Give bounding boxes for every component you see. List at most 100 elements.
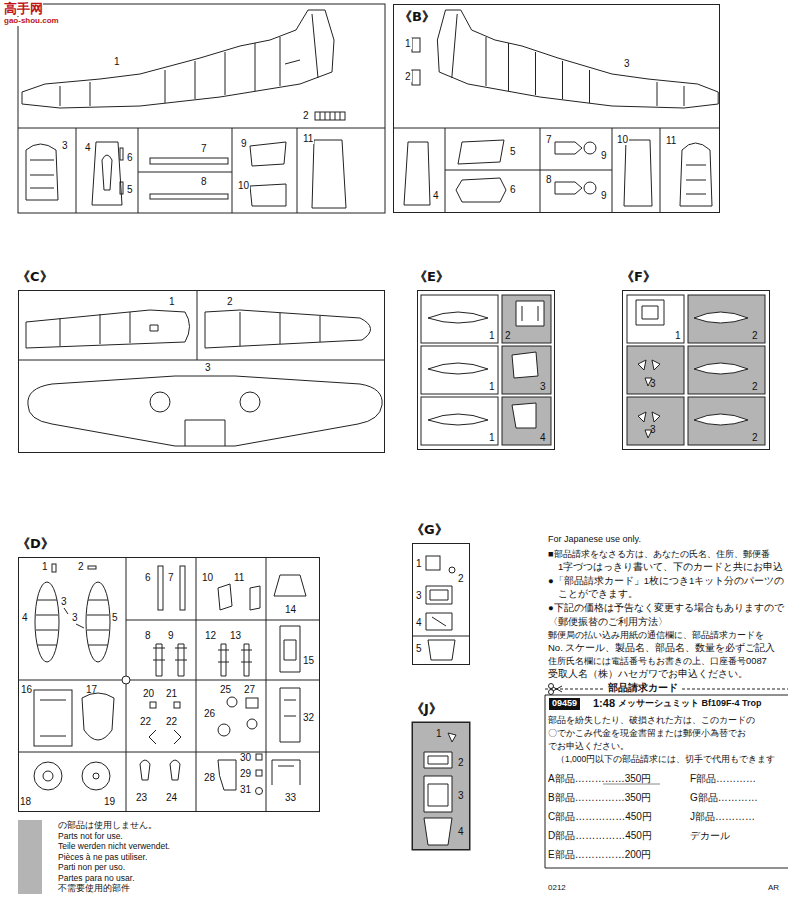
sprue-e	[516, 301, 544, 326]
sprue-c	[28, 376, 382, 446]
callout-number: 1	[436, 728, 442, 739]
sprue-d	[274, 575, 306, 596]
sprue-f	[694, 363, 748, 374]
callout-number: 1	[489, 330, 495, 341]
callout-number: 3	[623, 58, 631, 69]
sprue-a	[120, 182, 123, 194]
sprue-a	[22, 10, 334, 108]
sprue-d	[126, 620, 320, 621]
sprue-b	[404, 142, 430, 205]
legend-text: 不需要使用的部件	[58, 883, 130, 894]
sprue-b	[412, 70, 420, 85]
sprue-d	[43, 771, 53, 781]
callout-number: 5	[127, 184, 133, 195]
sprue-g	[426, 586, 452, 604]
callout-number: 10	[616, 134, 629, 145]
sprue-b	[660, 128, 661, 213]
note-text: B部品……………350円	[548, 792, 651, 803]
sprue-letter: 《J》	[411, 702, 442, 716]
sprue-a	[315, 112, 345, 120]
sprue-a	[320, 112, 340, 120]
sprue-d	[122, 676, 130, 684]
callout-number: 4	[540, 432, 546, 443]
legend-text: Parti non per uso.	[58, 862, 125, 873]
note-text: For Japanese use only.	[548, 535, 641, 545]
sprue-f	[638, 360, 660, 386]
sprue-d	[64, 608, 84, 628]
callout-number: 1	[489, 381, 495, 392]
sprue-a	[250, 184, 286, 206]
sprue-d	[246, 698, 258, 708]
sprue-a	[76, 128, 77, 213]
callout-number: 4	[432, 190, 440, 201]
callout-number: 22	[166, 716, 177, 727]
callout-number: 24	[166, 792, 177, 803]
sprue-d	[140, 760, 150, 780]
legend-swatch	[18, 841, 42, 852]
sprue-j	[412, 722, 470, 850]
sprue-d	[34, 690, 72, 746]
sprue-b	[412, 38, 420, 52]
note-text: 部品を紛失したり、破損された方は、このカードの	[548, 716, 755, 726]
sprue-d	[180, 566, 185, 610]
legend-text: Partes para no usar.	[58, 873, 135, 884]
sprue-d	[218, 724, 230, 736]
sprue-b	[686, 165, 706, 194]
callout-number: 3	[540, 381, 546, 392]
sprue-b	[456, 178, 506, 202]
sprue-d	[221, 644, 249, 676]
sprue-d	[87, 600, 109, 645]
callout-number: 10	[237, 180, 250, 191]
callout-number: 11	[234, 572, 244, 583]
note-text: E部品……………200円	[548, 849, 651, 860]
callout-number: 3	[72, 612, 78, 623]
legend-swatch	[18, 820, 42, 831]
sprue-f	[627, 295, 684, 343]
sprue-d	[280, 626, 300, 672]
callout-number: 4	[458, 826, 464, 837]
order-card	[545, 689, 604, 690]
sprue-e	[502, 397, 551, 445]
sprue-g	[449, 567, 455, 573]
sprue-c	[26, 310, 190, 348]
callout-number: 2	[78, 561, 84, 572]
note-text: ことができます。	[558, 589, 638, 599]
sprue-c	[18, 360, 385, 361]
callout-number: 3	[458, 790, 464, 801]
callout-number: 20	[143, 688, 154, 699]
note-text: デカール	[690, 830, 730, 841]
sprue-a	[92, 142, 122, 205]
sprue-b	[452, 14, 684, 106]
note-text: 1:48	[593, 697, 615, 709]
sprue-d	[247, 719, 257, 729]
sprue-letter: 《F》	[621, 270, 656, 284]
sprue-e	[502, 346, 551, 394]
legend-swatch	[18, 852, 42, 863]
sprue-d	[150, 702, 156, 708]
sprue-a	[285, 60, 300, 64]
callout-number: 19	[104, 796, 115, 807]
sprue-f	[627, 397, 684, 445]
callout-number: 0212	[548, 884, 566, 893]
sprue-a	[150, 194, 228, 199]
callout-number: 23	[136, 792, 147, 803]
sprue-frame: 《E》	[417, 290, 555, 450]
callout-number: 2	[505, 330, 511, 341]
callout-number: 4	[84, 142, 92, 153]
sprue-c	[150, 392, 170, 412]
legend-text: Teile werden nicht verwendet.	[58, 841, 170, 852]
sprue-d	[266, 557, 267, 812]
sprue-e	[421, 346, 498, 394]
callout-number: 5	[416, 643, 422, 654]
sprue-g	[426, 556, 440, 570]
order-card	[545, 695, 788, 868]
callout-number: 1	[168, 296, 176, 307]
sprue-d	[256, 754, 262, 760]
callout-number: 22	[140, 716, 151, 727]
sprue-a	[18, 128, 385, 129]
callout-number: 10	[202, 572, 213, 583]
sprue-d	[93, 773, 99, 779]
sprue-b	[555, 182, 582, 194]
note-text: No. スケール、製品名、部品名、数量を必ずご記入	[548, 643, 775, 653]
